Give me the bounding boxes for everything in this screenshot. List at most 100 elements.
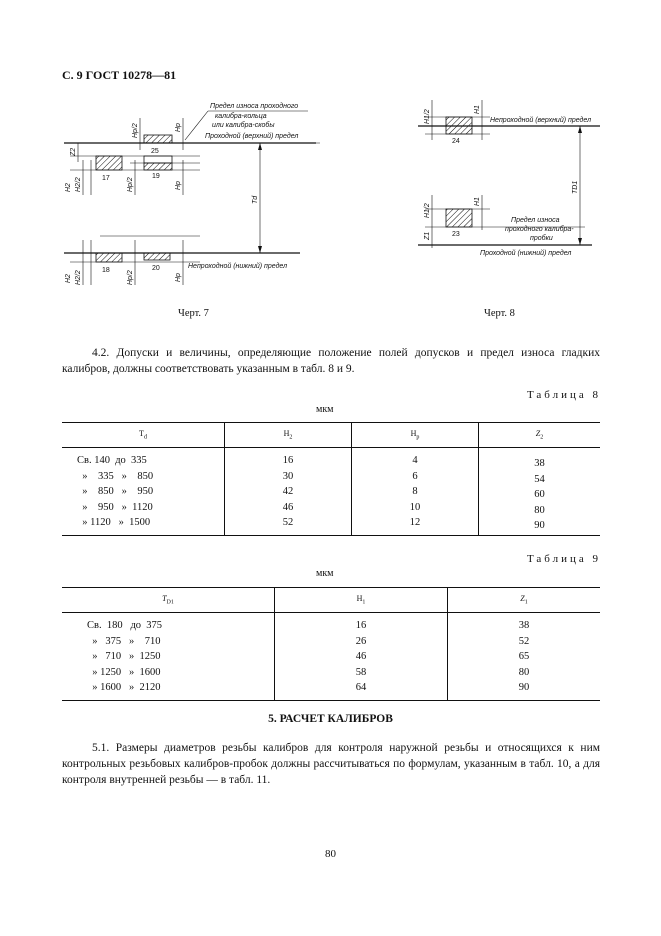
table9-header-row: TD1 H1 Z1 xyxy=(62,587,600,613)
drawings: 25 17 19 18 20 Hp/2 Hp Z2 H2 H2/2 Hp/2 H… xyxy=(64,100,600,285)
fig8-callout-lower: Проходной (нижний) предел xyxy=(480,249,571,257)
table-cell: » 1250 » 1600 xyxy=(87,666,161,678)
table-cell: 46 xyxy=(282,501,294,513)
table-cell: 38 xyxy=(534,458,545,469)
fig7-label-17: 17 xyxy=(102,175,110,182)
table-cell: 60 xyxy=(534,489,545,500)
table-cell: » 1600 » 2120 xyxy=(87,682,161,693)
table-cell: 38 xyxy=(518,620,530,631)
page-header: С. 9 ГОСТ 10278—81 xyxy=(62,68,177,82)
fig8-dim-h1-2-top: H1/2 xyxy=(424,109,431,124)
table-cell: » 950 » 1120 xyxy=(77,501,153,513)
fig7-dim-z2: Z2 xyxy=(70,148,77,157)
table-cell: » 850 » 950 xyxy=(77,486,154,497)
table8-body: Св. 140 до 335 » 335 » 850 » 850 » 950 »… xyxy=(62,447,600,536)
table-cell: 65 xyxy=(518,651,530,662)
table-cell: 12 xyxy=(409,517,421,528)
fig7-dim-h2-2: H2/2 xyxy=(75,177,82,192)
table9-body: Св. 180 до 375 » 375 » 710 » 710 » 1250 … xyxy=(62,612,600,701)
table-9: TD1 H1 Z1 Св. 180 до 375 » 375 » 710 » 7… xyxy=(62,587,600,701)
table8-header-td: Td xyxy=(62,422,225,448)
fig7-callout-wear-3: или калибра-скобы xyxy=(212,121,275,129)
table-cell: 54 xyxy=(534,473,545,485)
fig8-callout-wear-3: пробки xyxy=(530,234,553,242)
table9-header-td1: TD1 xyxy=(62,587,275,613)
table8-unit: мкм xyxy=(316,404,334,415)
fig8-callout-wear-1: Предел износа xyxy=(511,216,560,224)
fig7-box-19 xyxy=(143,162,173,171)
figure-8: 24 23 H1/2 H1 TD1 H1/2 H1 Z1 Непроходной… xyxy=(418,100,600,257)
table-cell: 6 xyxy=(412,470,418,482)
section-5-title: 5. РАСЧЕТ КАЛИБРОВ xyxy=(268,713,393,725)
table-cell: 10 xyxy=(409,501,421,513)
table9-caption: Таблица 9 xyxy=(526,553,601,565)
table-cell: 58 xyxy=(355,666,367,678)
fig7-callout-lower: Непроходной (нижний) предел xyxy=(188,262,287,270)
fig8-dim-z1: Z1 xyxy=(424,232,431,241)
table-cell: 90 xyxy=(534,520,545,531)
fig8-box-23 xyxy=(445,208,473,228)
table8-header-h2: H2 xyxy=(224,422,352,448)
table-cell: 16 xyxy=(282,455,294,466)
table-cell: 46 xyxy=(355,651,367,662)
fig7-label-19: 19 xyxy=(152,173,160,180)
fig8-box-24 xyxy=(445,116,473,135)
table-cell: 16 xyxy=(355,620,367,631)
fig7-caption: Черт. 7 xyxy=(178,308,209,319)
paragraph-5-1: 5.1. Размеры диаметров резьбы калибров д… xyxy=(62,742,600,786)
fig8-label-23: 23 xyxy=(452,231,460,238)
fig7-box-18 xyxy=(95,252,123,263)
fig7-dim-h2-bottom: H2 xyxy=(65,274,72,283)
table-cell: 90 xyxy=(518,682,530,693)
table8-header-row: Td H2 Hp Z2 xyxy=(62,422,600,448)
fig7-dim-hp2-mid: Hp/2 xyxy=(127,177,134,192)
fig7-box-25-upper xyxy=(143,134,173,144)
table8-header-z2: Z2 xyxy=(478,422,600,448)
fig7-label-20: 20 xyxy=(152,265,160,272)
fig7-box-20 xyxy=(143,252,171,261)
table-cell: » 375 » 710 xyxy=(87,635,161,647)
table-cell: Св. 140 до 335 xyxy=(77,455,147,466)
table-cell: 80 xyxy=(534,504,545,516)
table-cell: 52 xyxy=(282,517,294,528)
page-number: 80 xyxy=(325,848,336,860)
table-cell: 30 xyxy=(282,470,294,482)
paragraph-4-2: 4.2. Допуски и величины, определяющие по… xyxy=(62,347,600,375)
table9-unit: мкм xyxy=(316,568,334,579)
fig7-dim-hp-mid: Hp xyxy=(175,181,182,190)
fig7-dim-hp-top: Hp xyxy=(175,123,182,132)
table8-caption: Таблица 8 xyxy=(526,389,601,401)
table-cell: 52 xyxy=(518,635,530,647)
fig8-dim-td1: TD1 xyxy=(572,181,579,194)
table-cell: 8 xyxy=(412,486,418,497)
table-cell: 26 xyxy=(355,635,367,647)
fig7-dim-hp2-top: Hp/2 xyxy=(132,123,139,138)
fig7-label-25: 25 xyxy=(151,148,159,155)
fig7-label-18: 18 xyxy=(102,267,110,274)
fig7-dim-hp2-bottom: Hp/2 xyxy=(127,270,134,285)
fig8-dim-h1-bottom: H1 xyxy=(474,197,481,206)
fig7-callout-upper: Проходной (верхний) предел xyxy=(205,132,298,140)
table9-header-h1: H1 xyxy=(274,587,448,613)
fig8-dim-h1-top: H1 xyxy=(474,105,481,114)
fig7-box-25 xyxy=(143,155,173,164)
fig8-callout-wear-2: проходного калибра- xyxy=(505,225,574,233)
table-cell: » 335 » 850 xyxy=(77,470,154,482)
table8-header-hp: Hp xyxy=(351,422,479,448)
fig8-label-24: 24 xyxy=(452,138,460,145)
fig7-dim-hp-bottom: Hp xyxy=(175,273,182,282)
figure-7: 25 17 19 18 20 Hp/2 Hp Z2 H2 H2/2 Hp/2 H… xyxy=(64,102,320,285)
table-8: Td H2 Hp Z2 Св. 140 до 335 » 335 » 850 »… xyxy=(62,422,600,536)
table-cell: » 1120 » 1500 xyxy=(77,517,151,528)
fig8-caption: Черт. 8 xyxy=(484,308,515,319)
fig7-box-17 xyxy=(95,155,123,171)
fig7-callout-wear-2: калибра-кольца xyxy=(215,112,267,120)
fig8-dim-h1-2-bottom: H1/2 xyxy=(424,203,431,218)
fig7-dim-h2: H2 xyxy=(65,183,72,192)
table-cell: 4 xyxy=(412,455,418,466)
fig7-dim-h2-2-bottom: H2/2 xyxy=(75,270,82,285)
table-cell: » 710 » 1250 xyxy=(87,651,161,662)
fig7-callout-wear-1: Предел износа проходного xyxy=(210,102,298,110)
table-cell: 42 xyxy=(282,486,294,497)
table9-header-z1: Z1 xyxy=(447,587,600,613)
